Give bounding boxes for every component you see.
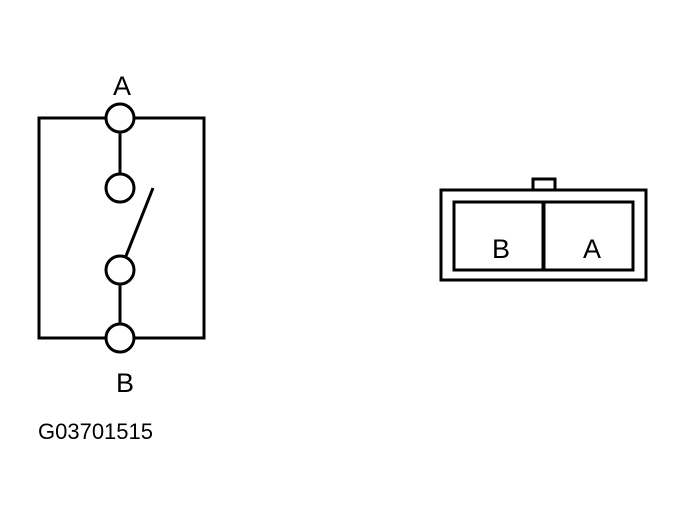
switch-schematic xyxy=(37,102,206,354)
outer-loop-left xyxy=(37,116,106,340)
connector-cavity-right-label: A xyxy=(583,234,601,264)
terminal-b-circle xyxy=(104,322,136,354)
figure-code: G03701515 xyxy=(38,419,153,444)
terminal-a-label: A xyxy=(113,71,131,101)
outer-loop-right xyxy=(134,116,206,340)
connector xyxy=(439,177,648,282)
terminal-b-label: B xyxy=(116,368,134,398)
terminal-a-circle xyxy=(104,102,136,134)
switch-arm xyxy=(124,187,155,257)
moving-contact-circle xyxy=(104,254,136,286)
fixed-contact-circle xyxy=(104,172,136,204)
connector-cavity-left-label: B xyxy=(492,234,510,264)
connector-cavity-right xyxy=(542,200,635,272)
